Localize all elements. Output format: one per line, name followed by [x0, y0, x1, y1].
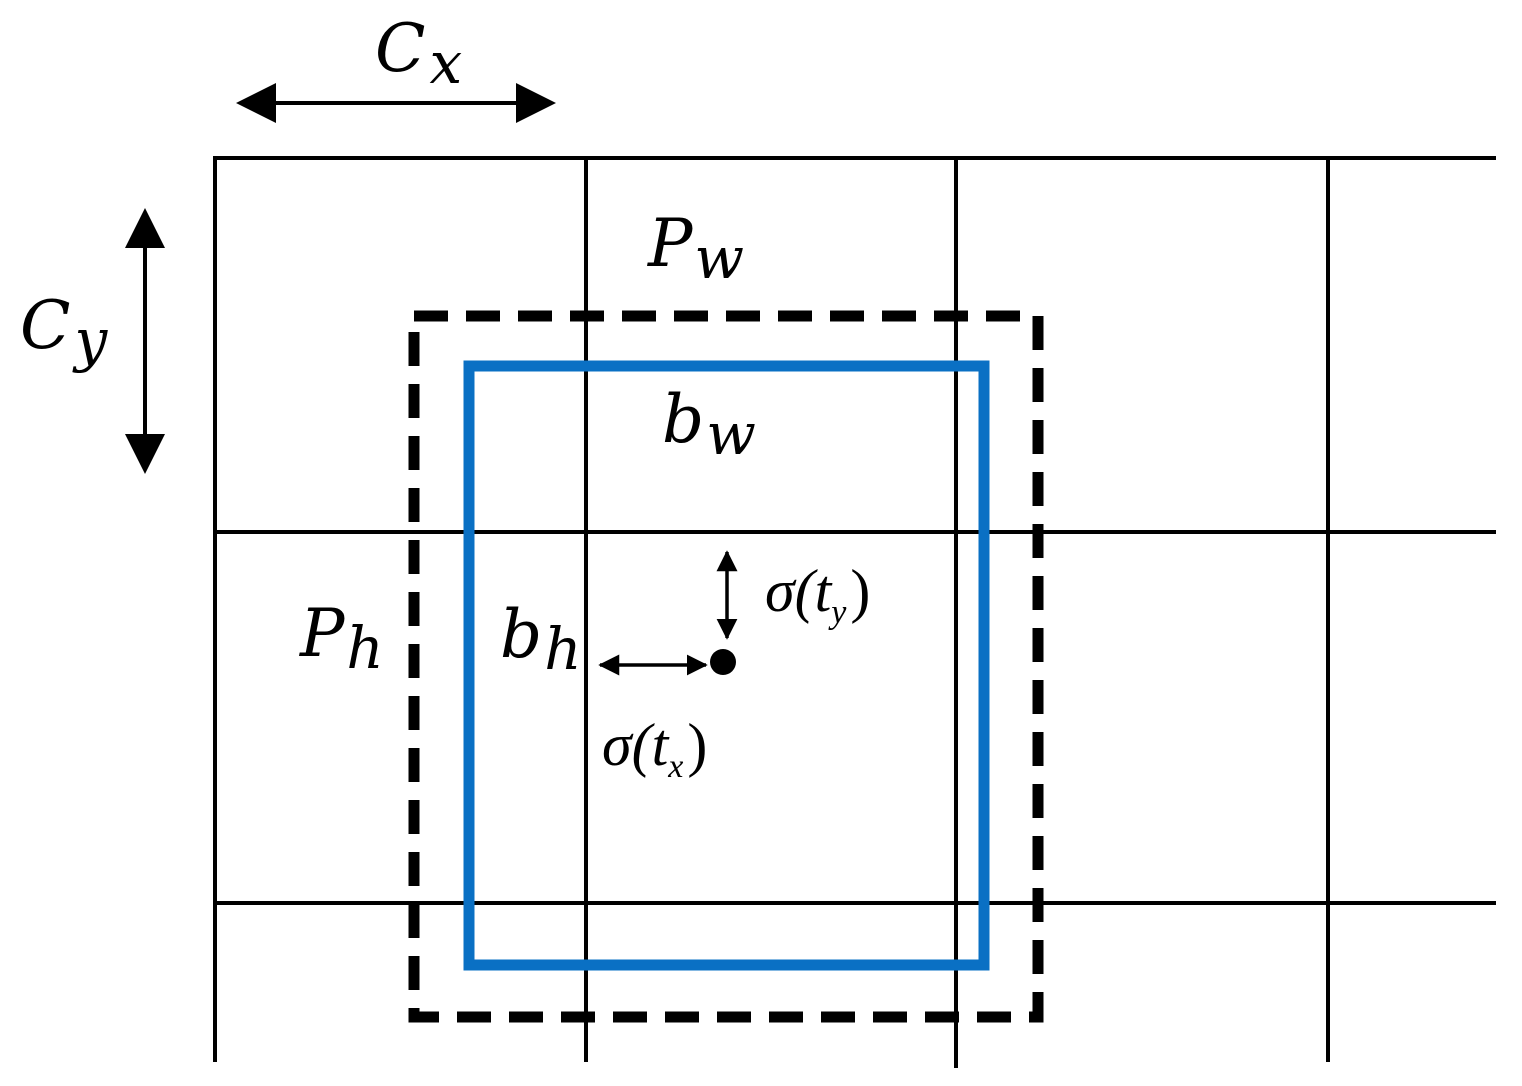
label-ph-main: P	[299, 595, 346, 672]
label-cx: Cx	[375, 10, 462, 97]
center-point	[710, 649, 736, 675]
label-pw-main: P	[647, 205, 694, 282]
label-sigma-tx-suffix: )	[687, 712, 707, 778]
grid	[213, 156, 1496, 1068]
label-cy: Cy	[20, 287, 109, 374]
label-ph-sub: h	[346, 614, 383, 682]
label-cy-main: C	[20, 287, 71, 364]
label-sigma-ty-prefix: σ(	[765, 558, 819, 624]
label-bh-main: b	[500, 596, 542, 673]
label-bh-sub: h	[544, 615, 581, 683]
label-sigma-ty: σ(ty)	[765, 558, 870, 631]
label-sigma-tx-var: t	[652, 712, 670, 778]
prior-box	[408, 310, 1044, 1023]
label-cy-sub: y	[72, 306, 109, 374]
label-pw: Pw	[647, 205, 744, 292]
label-sigma-ty-sub: y	[828, 594, 847, 631]
label-cx-sub: x	[430, 29, 463, 97]
label-cx-main: C	[375, 10, 426, 87]
label-bw-sub: w	[706, 400, 756, 468]
label-bw-main: b	[662, 381, 704, 458]
label-sigma-tx-prefix: σ(	[602, 712, 656, 778]
label-pw-sub: w	[694, 224, 744, 292]
label-ph: Ph	[299, 595, 384, 682]
label-sigma-tx-sub: x	[667, 748, 683, 785]
label-bw: bw	[662, 381, 756, 468]
predicted-box	[463, 360, 990, 971]
label-sigma-ty-var: t	[815, 558, 833, 624]
label-bh: bh	[500, 596, 582, 683]
label-sigma-tx: σ(tx)	[602, 712, 707, 785]
label-sigma-ty-suffix: )	[850, 558, 870, 624]
